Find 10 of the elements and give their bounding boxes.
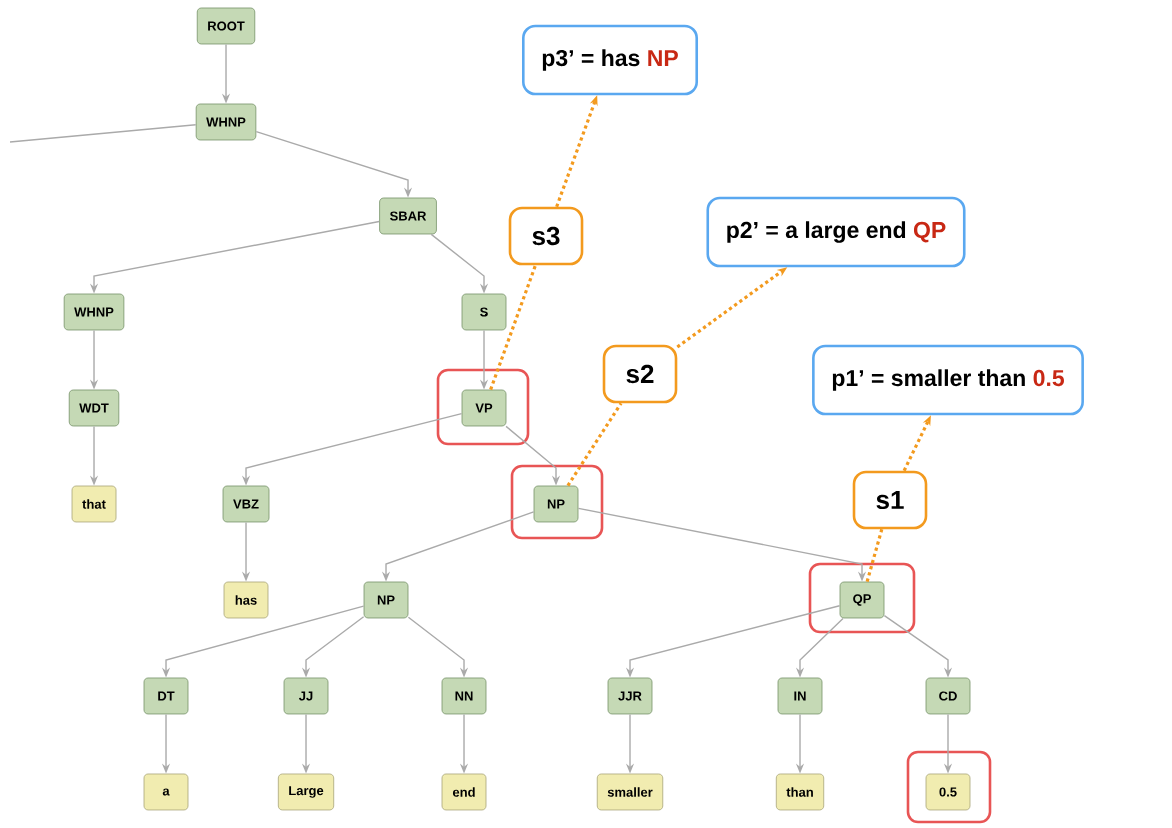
connector-line xyxy=(489,264,537,391)
step-box: s3 xyxy=(508,206,584,266)
phrase-box: p1’ = smaller than 0.5 xyxy=(812,344,1084,416)
branch-line xyxy=(9,124,197,143)
step-box: s1 xyxy=(852,470,928,530)
phrase-box: p2’ = a large end QP xyxy=(706,196,966,268)
connector-line xyxy=(566,402,623,487)
connector-line xyxy=(865,528,884,582)
step-box: s2 xyxy=(602,344,678,404)
phrase-box: p3’ = has NP xyxy=(522,24,698,96)
